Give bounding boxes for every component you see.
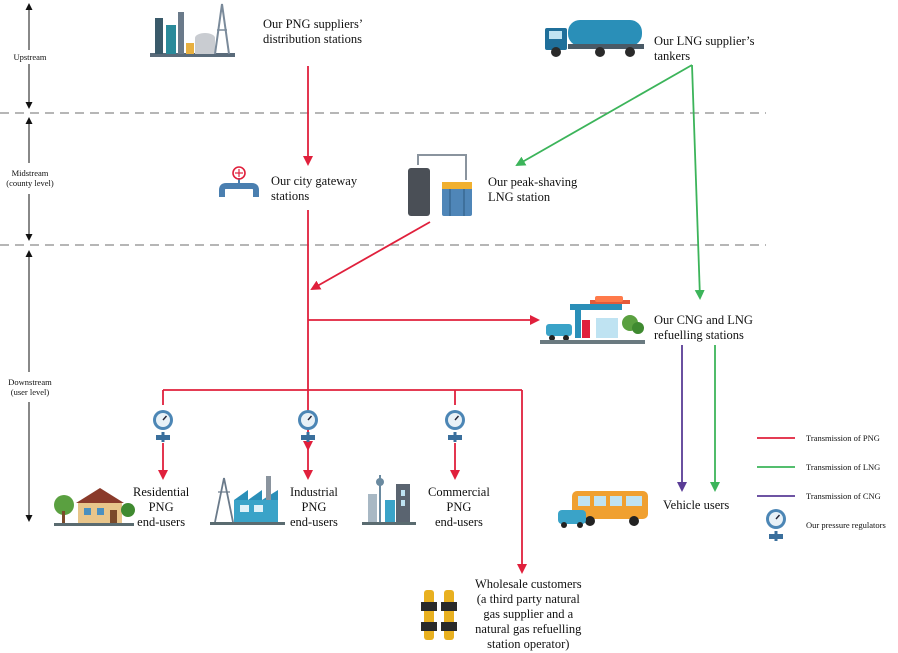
label-line: distribution stations — [263, 32, 362, 46]
zone-dividers — [0, 112, 766, 246]
label-line: station operator) — [487, 637, 570, 651]
refuelling-station-icon — [540, 296, 645, 344]
pressure-gauge-icon — [443, 408, 467, 444]
label-line: Wholesale customers — [475, 577, 582, 591]
label-line: Commercial — [428, 485, 490, 499]
zone-midstream-line1: Midstream — [11, 168, 49, 178]
label-line: refuelling stations — [654, 328, 744, 342]
label-line: Our peak-shaving — [488, 175, 578, 189]
lng-flows — [515, 64, 720, 492]
label-residential: Residential PNG end-users — [133, 485, 189, 530]
label-line: Industrial — [290, 485, 338, 499]
label-peak-shaving: Our peak-shaving LNG station — [488, 175, 577, 205]
pressure-gauge-icon — [764, 507, 788, 543]
residential-house-icon — [54, 488, 135, 526]
legend-label-regulators: Our pressure regulators — [806, 520, 886, 530]
zone-label-midstream: Midstream (county level) — [0, 168, 60, 188]
zone-upstream-text: Upstream — [13, 52, 47, 62]
industrial-factory-icon — [210, 476, 285, 525]
png-flows — [158, 66, 540, 574]
label-line: Our CNG and LNG — [654, 313, 753, 327]
label-commercial: Commercial PNG end-users — [428, 485, 490, 530]
pressure-gauge-icon — [151, 408, 175, 444]
label-city-gateway: Our city gateway stations — [271, 174, 357, 204]
label-line: end-users — [290, 515, 338, 529]
label-industrial: Industrial PNG end-users — [290, 485, 338, 530]
pressure-gauge-icon — [296, 408, 320, 444]
zone-label-downstream: Downstream (user level) — [0, 377, 60, 397]
refinery-icon — [150, 3, 235, 57]
wholesale-coupler-icon — [421, 590, 457, 640]
zone-label-upstream: Upstream — [2, 52, 58, 62]
legend-label-cng: Transmission of CNG — [806, 491, 881, 501]
label-lng-supplier: Our LNG supplier’s tankers — [654, 34, 754, 64]
label-line: PNG — [446, 500, 472, 514]
pressure-regulators — [151, 408, 467, 444]
city-gateway-pipe-icon — [219, 166, 259, 197]
label-line: PNG — [148, 500, 174, 514]
label-line: gas supplier and a — [483, 607, 574, 621]
label-line: LNG station — [488, 190, 551, 204]
zone-downstream-line2: (user level) — [10, 387, 50, 397]
label-line: stations — [271, 189, 310, 203]
png-flow-peak-to-trunk — [310, 221, 431, 290]
lng-flow-tanker-to-refuelling — [691, 64, 705, 300]
label-line: Vehicle users — [663, 498, 730, 512]
label-refuelling: Our CNG and LNG refuelling stations — [654, 313, 753, 343]
label-line: Our city gateway — [271, 174, 358, 188]
label-line: end-users — [137, 515, 186, 529]
lng-flow-tanker-to-peak — [515, 64, 693, 166]
label-line: PNG — [301, 500, 327, 514]
bus-and-car-icon — [558, 491, 648, 528]
label-png-suppliers: Our PNG suppliers’ distribution stations — [263, 17, 363, 47]
legend-label-png: Transmission of PNG — [806, 433, 880, 443]
label-line: natural gas refuelling — [475, 622, 582, 636]
label-line: end-users — [434, 515, 483, 529]
label-line: Our PNG suppliers’ — [263, 17, 363, 31]
label-line: tankers — [654, 49, 691, 63]
zone-midstream-line2: (county level) — [6, 178, 54, 188]
lng-storage-tanks-icon — [408, 154, 472, 216]
label-wholesale: Wholesale customers (a third party natur… — [475, 577, 582, 652]
zone-downstream-line1: Downstream — [8, 377, 52, 387]
commercial-buildings-icon — [362, 475, 416, 525]
lng-tanker-truck-icon — [545, 20, 644, 57]
label-vehicle-users: Vehicle users — [663, 498, 729, 513]
label-line: Our LNG supplier’s — [654, 34, 755, 48]
legend-label-lng: Transmission of LNG — [806, 462, 881, 472]
legend — [757, 437, 795, 543]
label-line: Residential — [133, 485, 190, 499]
label-line: (a third party natural — [476, 592, 580, 606]
